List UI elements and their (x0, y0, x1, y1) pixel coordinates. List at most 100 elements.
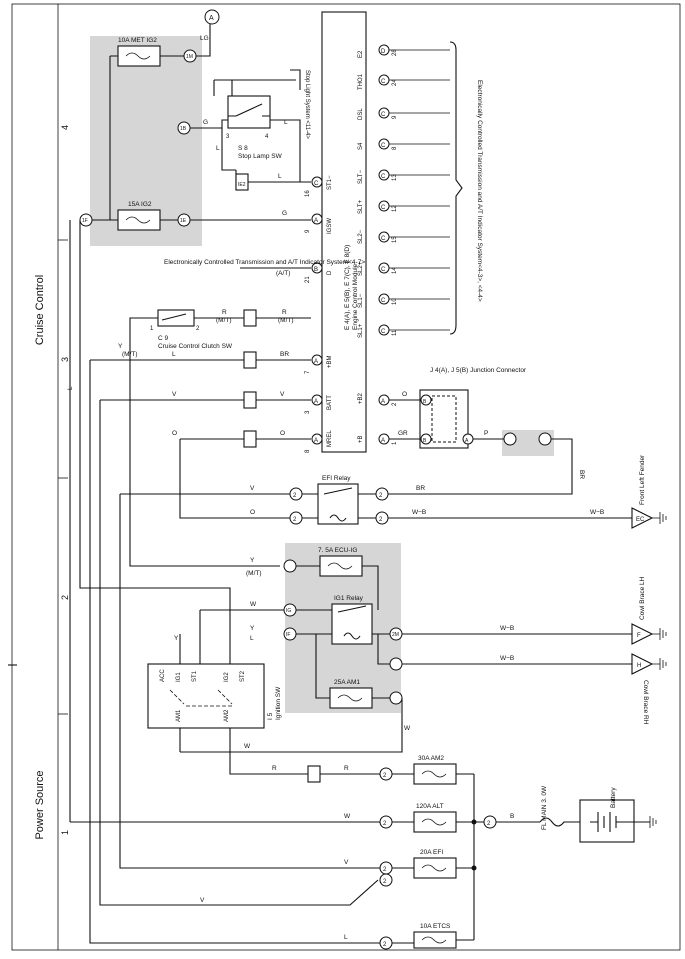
svg-text:EC: EC (636, 517, 645, 523)
svg-text:A: A (314, 438, 318, 444)
fuse-efi-label: 20A EFI (420, 849, 443, 856)
svg-text:IE2: IE2 (238, 182, 246, 188)
svg-text:1E: 1E (180, 218, 187, 224)
clutch-id: C 9 (158, 335, 169, 342)
svg-text:R: R (272, 765, 277, 772)
svg-text:DSL: DSL (358, 108, 364, 120)
svg-text:C: C (381, 112, 386, 118)
svg-text:2: 2 (383, 773, 387, 779)
battery (579, 799, 635, 843)
svg-text:R: R (282, 309, 287, 316)
svg-text:B: B (423, 399, 427, 405)
svg-text:IG: IG (286, 608, 291, 614)
svg-text:SL2+: SL2+ (358, 261, 364, 276)
svg-text:D: D (327, 270, 333, 275)
svg-text:4: 4 (265, 134, 269, 140)
svg-text:F: F (637, 633, 641, 639)
at-signal-lines (389, 41, 463, 335)
svg-text:V: V (280, 391, 285, 398)
svg-text:C: C (381, 79, 386, 85)
svg-text:C: C (314, 181, 319, 187)
fuse-ig2 (117, 209, 161, 231)
grid-number-4: 4 (60, 125, 70, 130)
svg-text:V: V (344, 859, 349, 866)
fuse-ig2-label: 15A IG2 (128, 201, 152, 208)
grid-number-3: 3 (60, 357, 70, 362)
svg-text:SL1−: SL1− (358, 293, 364, 308)
svg-text:L: L (250, 635, 254, 642)
svg-text:A: A (381, 438, 385, 444)
svg-text:2: 2 (392, 402, 398, 406)
connector-ie1-mrel (243, 430, 257, 448)
svg-text:IG1: IG1 (176, 672, 182, 682)
fuse-ecu-ig (319, 555, 363, 577)
svg-text:C: C (381, 267, 386, 273)
svg-text:BR: BR (578, 470, 585, 479)
svg-text:3: 3 (226, 134, 230, 140)
svg-text:P: P (484, 430, 488, 437)
grid-number-1: 1 (60, 830, 70, 835)
fuse-am2-label: 30A AM2 (418, 755, 444, 762)
svg-text:SL1+: SL1+ (358, 323, 364, 338)
stop-lamp-label: Stop Lamp SW (238, 153, 283, 160)
svg-text:14: 14 (392, 267, 398, 274)
svg-text:15: 15 (392, 236, 398, 243)
svg-text:H: H (637, 663, 641, 669)
svg-text:2: 2 (383, 942, 387, 948)
page-frame (11, 3, 681, 951)
svg-text:A: A (465, 438, 469, 444)
svg-text:8: 8 (305, 449, 311, 453)
svg-text:S4: S4 (358, 142, 364, 150)
ecm-left-pins: ST1− IGSW D +BM BATT MREL (327, 175, 333, 447)
svg-text:C: C (381, 236, 386, 242)
stop-lamp-id: S 8 (238, 145, 248, 152)
svg-text:V: V (250, 485, 255, 492)
svg-text:+B: +B (358, 435, 364, 443)
svg-text:2: 2 (379, 517, 383, 523)
svg-text:L: L (216, 145, 220, 152)
svg-text:2: 2 (196, 326, 200, 332)
svg-text:24: 24 (392, 79, 398, 86)
clutch-switch (157, 309, 195, 327)
svg-text:R: R (222, 309, 227, 316)
svg-text:L: L (344, 934, 348, 941)
ignition-switch (147, 663, 265, 729)
stop-light-ref: Stop Light System <11-4> (304, 70, 310, 139)
fuse-etcs-label: 10A ETCS (420, 923, 451, 930)
connector-ie1-batt (243, 391, 257, 409)
clutch-label: Cruise Control Clutch SW (158, 343, 233, 350)
svg-text:+BM: +BM (327, 355, 333, 368)
svg-text:A: A (314, 359, 318, 365)
svg-text:Y: Y (174, 635, 179, 642)
svg-text:ACC: ACC (160, 669, 166, 682)
svg-text:10: 10 (392, 298, 398, 305)
svg-text:SLT−: SLT− (358, 169, 364, 184)
svg-text:3: 3 (305, 410, 311, 414)
svg-text:C: C (381, 143, 386, 149)
fuse-met-ig2-label: 10A MET IG2 (118, 37, 157, 44)
svg-text:ST1: ST1 (192, 670, 198, 682)
stop-lamp-switch (227, 95, 271, 129)
svg-text:2: 2 (293, 493, 297, 499)
svg-text:(M/T): (M/T) (122, 351, 138, 358)
svg-text:L: L (172, 351, 176, 358)
svg-text:W−B: W−B (500, 655, 514, 662)
svg-text:Y: Y (250, 625, 255, 632)
svg-text:MREL: MREL (327, 430, 333, 447)
svg-text:GR: GR (398, 430, 408, 437)
ig1-relay (331, 603, 373, 645)
svg-text:(M/T): (M/T) (278, 317, 294, 324)
svg-text:2: 2 (379, 493, 383, 499)
svg-text:W−B: W−B (590, 509, 604, 516)
svg-text:BR: BR (280, 351, 289, 358)
svg-text:SL2−: SL2− (358, 229, 364, 244)
svg-text:12: 12 (392, 205, 398, 212)
svg-text:W: W (250, 601, 257, 608)
svg-text:8: 8 (392, 146, 398, 150)
at-reference: Electronically Controlled Transmission a… (476, 80, 483, 302)
ig1-relay-label: IG1 Relay (334, 595, 364, 602)
fuse-am1-label: 25A AM1 (334, 679, 360, 686)
svg-text:C: C (381, 174, 386, 180)
fuse-etcs (413, 931, 457, 949)
svg-text:A: A (381, 399, 385, 405)
